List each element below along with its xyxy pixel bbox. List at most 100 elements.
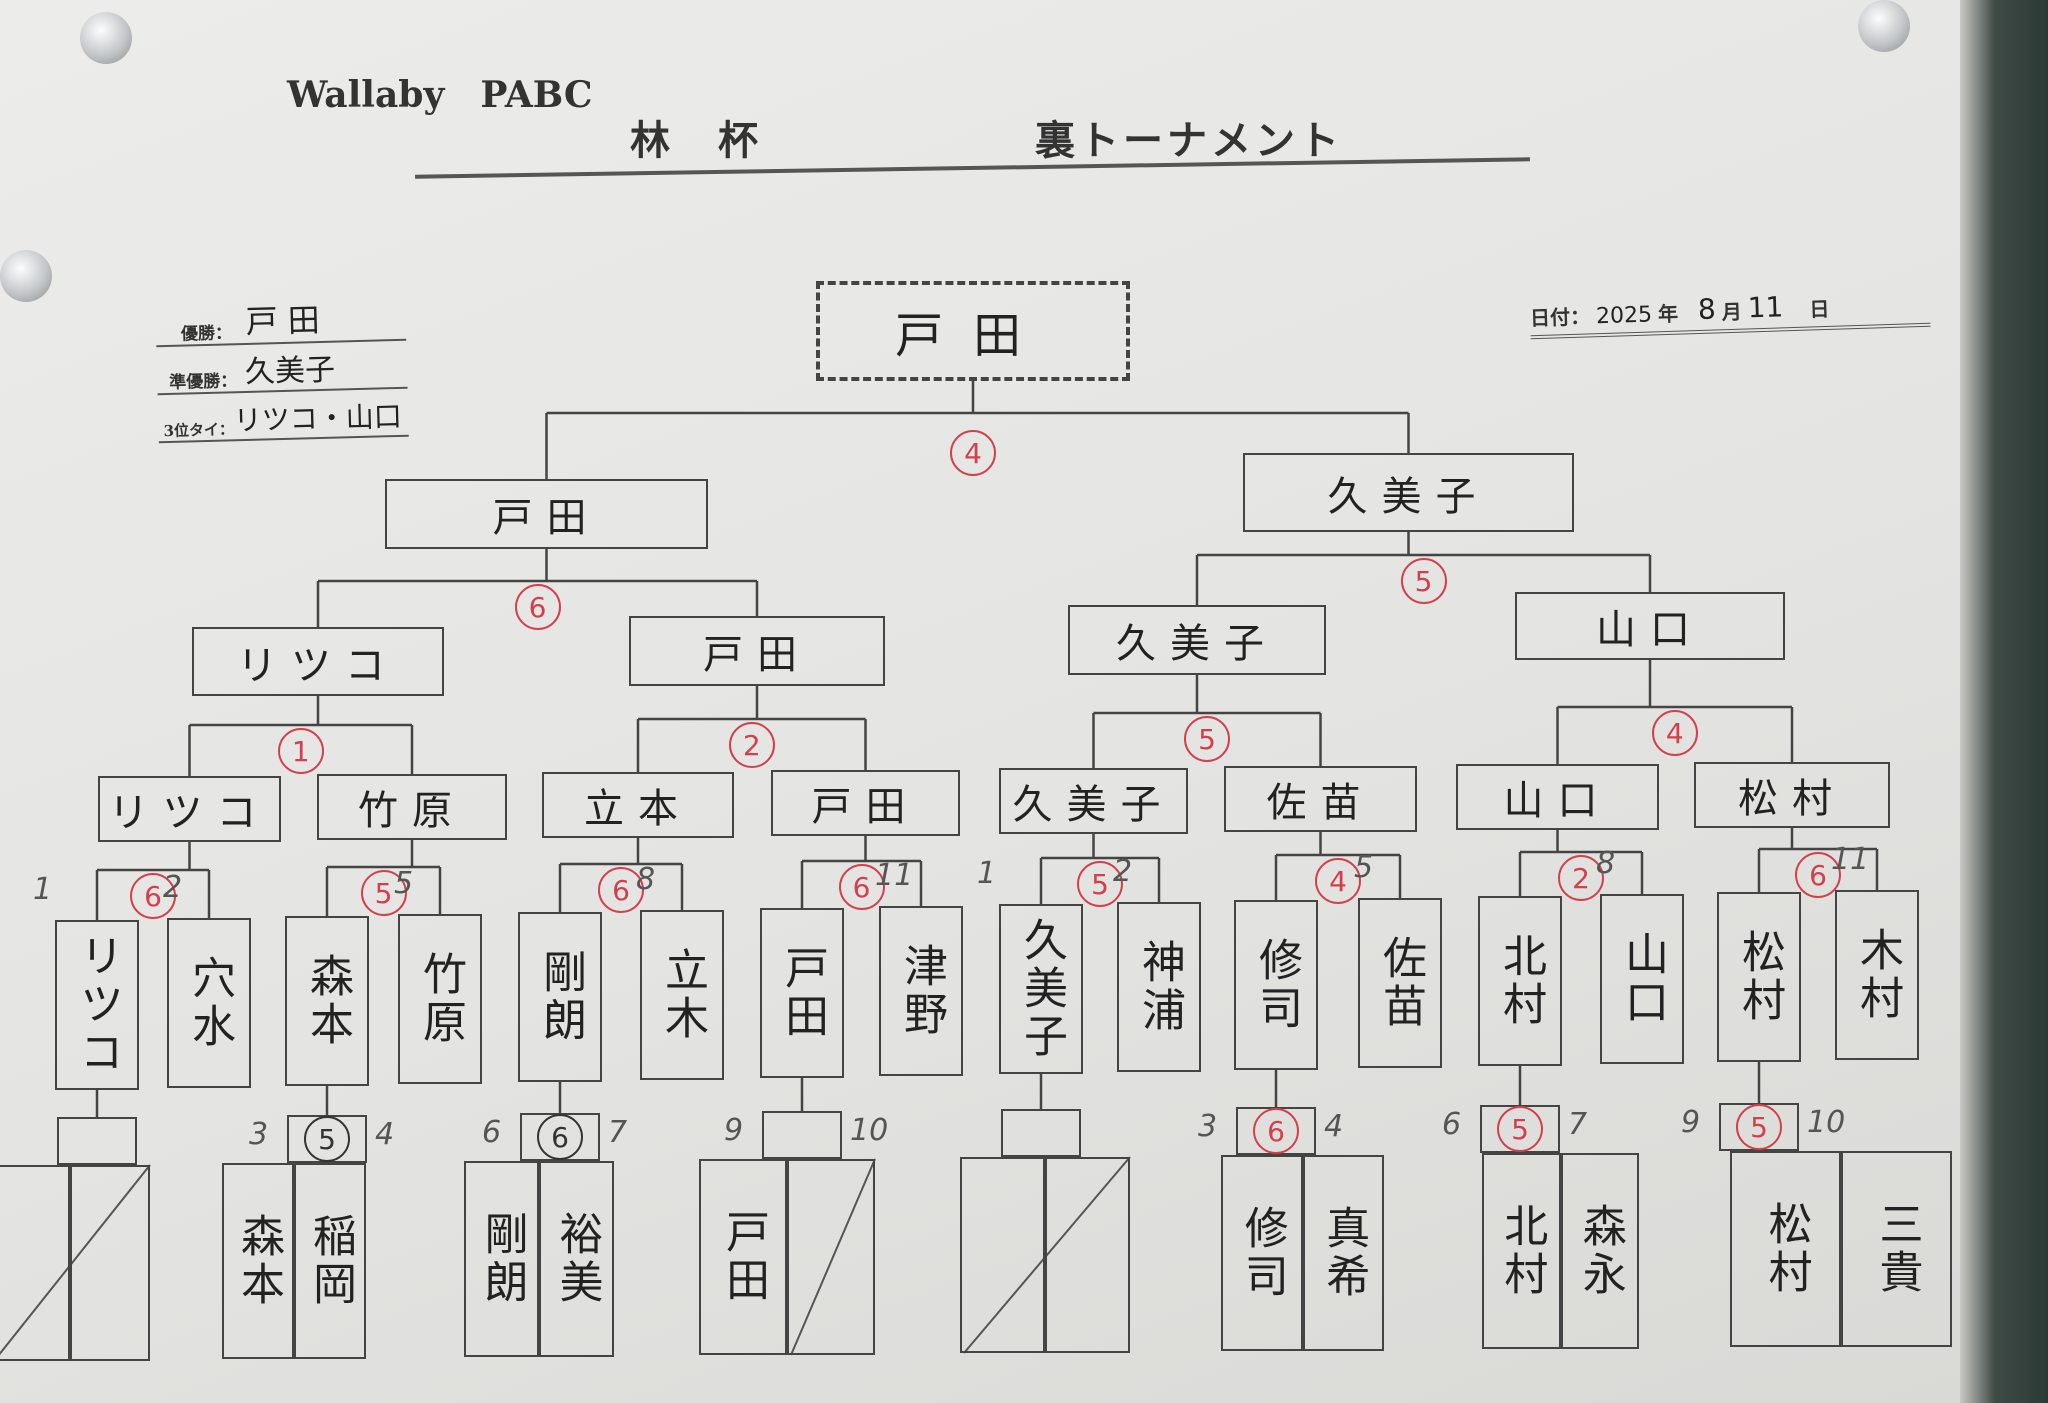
- round16-box: 松村: [1694, 762, 1890, 828]
- seed-number: 6: [1442, 1107, 1462, 1142]
- pushpin-icon: [0, 250, 52, 302]
- seed-number: 4: [1324, 1109, 1344, 1144]
- match-score: 5: [1400, 558, 1447, 604]
- match-score: 4: [950, 430, 996, 476]
- pushpin-icon: [1858, 0, 1910, 52]
- board-edge: [1960, 0, 2048, 1403]
- playin-player-box: 森本: [222, 1163, 294, 1359]
- seed-number: 2: [163, 870, 183, 905]
- match-score: 1: [277, 728, 324, 774]
- playin-player-box: 森永: [1560, 1153, 1639, 1349]
- seed-number: 7: [608, 1115, 628, 1150]
- player-box: 津野: [879, 906, 963, 1076]
- cup-title: 林 杯: [630, 117, 762, 164]
- seed-number: 5: [1354, 850, 1374, 885]
- match-score: 6: [537, 1114, 583, 1160]
- seed-number: 11: [875, 858, 914, 893]
- round16-box: 竹原: [317, 774, 507, 840]
- player-box: 穴水: [167, 918, 251, 1088]
- seed-number: 3: [249, 1117, 269, 1152]
- match-score: 5: [1736, 1104, 1782, 1150]
- player-box: リツコ: [55, 920, 139, 1090]
- round16-box: リツコ: [98, 776, 281, 842]
- round16-box: 山口: [1456, 764, 1659, 830]
- seed-number: 7: [1568, 1107, 1588, 1142]
- seed-number: 3: [1198, 1109, 1218, 1144]
- bye-slash: [790, 1158, 876, 1356]
- match-score: 2: [1558, 855, 1604, 901]
- playin-player-box: [960, 1157, 1045, 1353]
- match-score: 4: [1315, 858, 1361, 904]
- playin-stub-box: [57, 1117, 137, 1165]
- pushpin-icon: [80, 12, 132, 64]
- playin-player-box: [70, 1165, 150, 1361]
- match-score: 5: [360, 870, 407, 916]
- player-box: 佐苗: [1358, 898, 1442, 1068]
- playin-player-box: 松村: [1730, 1151, 1841, 1347]
- bye-slash: [963, 1156, 1131, 1354]
- seed-number: 5: [394, 866, 414, 901]
- seed-number: 10: [1807, 1105, 1846, 1140]
- seed-number: 1: [33, 872, 53, 907]
- playin-player-box: [0, 1165, 70, 1361]
- seed-number: 9: [724, 1113, 744, 1148]
- match-score: 6: [598, 867, 644, 913]
- match-score: 2: [728, 722, 775, 768]
- playin-player-box: 真希: [1302, 1155, 1384, 1351]
- seed-number: 8: [1596, 846, 1616, 881]
- round16-box: 佐苗: [1224, 766, 1417, 832]
- player-box: 戸田: [760, 908, 844, 1078]
- round16-box: 久美子: [999, 768, 1188, 834]
- playin-player-box: 剛朗: [464, 1161, 539, 1357]
- organization-name: Wallaby PABC: [287, 74, 593, 116]
- match-score: 6: [1253, 1108, 1299, 1154]
- player-box: 久美子: [999, 904, 1083, 1074]
- quarterfinal-box: 戸田: [629, 616, 885, 686]
- playin-player-box: [787, 1159, 875, 1355]
- match-score: 4: [1651, 710, 1698, 756]
- playin-player-box: 稲岡: [294, 1163, 366, 1359]
- match-score: 6: [838, 864, 885, 910]
- player-box: 立木: [640, 910, 724, 1080]
- seed-number: 6: [482, 1115, 502, 1150]
- match-score: 6: [130, 873, 176, 919]
- tournament-sheet: [0, 0, 1975, 1403]
- player-box: 北村: [1478, 896, 1562, 1066]
- player-box: 木村: [1835, 890, 1919, 1060]
- bye-slash: [0, 1164, 151, 1356]
- player-box: 山口: [1600, 894, 1684, 1064]
- playin-stub-box: [1001, 1109, 1081, 1157]
- seed-number: 1: [977, 856, 997, 891]
- player-box: 松村: [1717, 892, 1801, 1062]
- player-box: 修司: [1234, 900, 1318, 1070]
- seed-number: 8: [636, 862, 656, 897]
- round16-box: 戸田: [771, 770, 960, 836]
- playin-stub-box: [762, 1111, 842, 1159]
- match-score: 5: [1497, 1106, 1543, 1152]
- seed-number: 9: [1681, 1105, 1701, 1140]
- match-score: 5: [1077, 861, 1123, 907]
- seed-number: 11: [1831, 842, 1870, 877]
- playin-player-box: [1045, 1157, 1130, 1353]
- semifinal-box: 戸田: [385, 479, 708, 549]
- player-box: 森本: [285, 916, 369, 1086]
- playin-player-box: 三貴: [1841, 1151, 1952, 1347]
- quarterfinal-box: リツコ: [192, 627, 444, 696]
- match-score: 6: [514, 584, 561, 630]
- playin-player-box: 北村: [1482, 1153, 1561, 1349]
- playin-player-box: 裕美: [539, 1161, 614, 1357]
- quarterfinal-box: 久美子: [1068, 605, 1326, 675]
- seed-number: 4: [375, 1117, 395, 1152]
- semifinal-box: 久美子: [1243, 453, 1574, 532]
- player-box: 神浦: [1117, 902, 1201, 1072]
- player-box: 竹原: [398, 914, 482, 1084]
- champion-box: 戸田: [816, 281, 1130, 381]
- match-score: 5: [1184, 716, 1230, 762]
- quarterfinal-box: 山口: [1515, 592, 1785, 660]
- round16-box: 立本: [542, 772, 734, 838]
- playin-player-box: 修司: [1221, 1155, 1303, 1351]
- seed-number: 2: [1113, 854, 1133, 889]
- playin-player-box: 戸田: [699, 1159, 787, 1355]
- match-score: 6: [1795, 852, 1841, 898]
